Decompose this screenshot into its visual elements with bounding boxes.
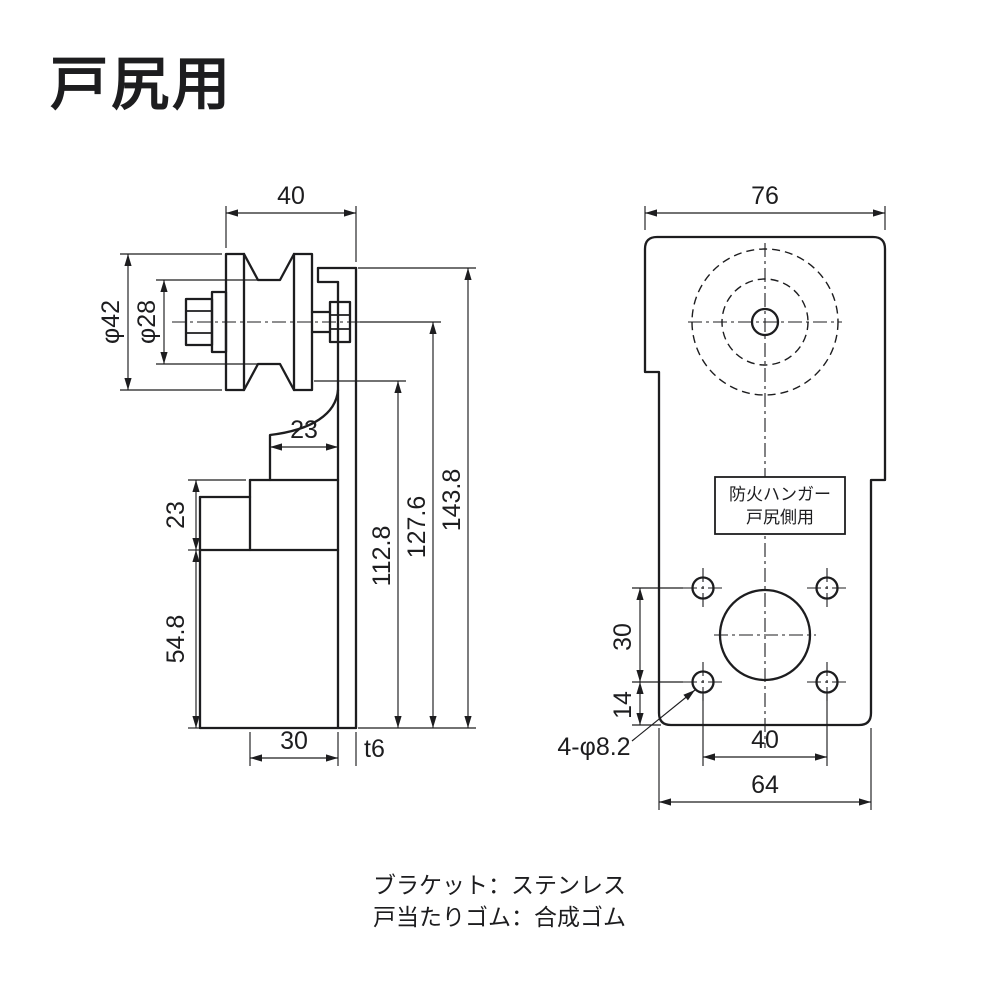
- roller-profile: [224, 252, 352, 392]
- roller-hub-circle: [721, 278, 809, 366]
- note-bracket: ブラケット：ステンレス: [373, 872, 626, 898]
- front-view: 防火ハンガー 戸尻側用 76: [557, 182, 887, 810]
- axle-hole: [750, 307, 780, 337]
- page-title: 戸尻用: [50, 52, 233, 117]
- dim-hole-edge: 14: [609, 691, 637, 719]
- dim-thickness: t6: [364, 735, 385, 763]
- front-view-dimensions: 76 30 14 4-φ8.2 40 64: [557, 182, 886, 810]
- door-clamp-block: [198, 478, 358, 730]
- dim-top-width: 40: [277, 182, 305, 210]
- side-view-dimensions: 40 φ42 φ28 23 23 54.8: [97, 182, 476, 766]
- bracket-plate: [268, 266, 358, 730]
- dim-hole-pitch-h: 40: [751, 726, 779, 754]
- note-rubber: 戸当たりゴム：合成ゴム: [373, 904, 626, 930]
- dim-bottom-width: 30: [280, 727, 308, 755]
- material-notes: ブラケット：ステンレス 戸当たりゴム：合成ゴム: [373, 872, 626, 930]
- dim-hole-pitch-v: 30: [609, 623, 637, 651]
- label-frame: [714, 476, 846, 535]
- dim-top-width: 76: [751, 182, 779, 210]
- roller-groove-top: [242, 252, 296, 282]
- dim-height-1: 112.8: [368, 526, 396, 587]
- dim-height-3: 143.8: [438, 469, 466, 532]
- top-hook-tab: [316, 266, 340, 284]
- dim-offset: 23: [290, 416, 318, 444]
- dim-hub-od: φ28: [133, 300, 161, 344]
- offset-bend: [268, 388, 340, 482]
- roller-flange-circle: [691, 248, 839, 396]
- dim-block-lower: 54.8: [162, 615, 190, 664]
- roller-left-flange: [224, 252, 246, 392]
- roller-groove-bottom: [242, 362, 296, 392]
- title-group: 戸尻用: [50, 52, 233, 117]
- axle-nut: [328, 300, 352, 344]
- side-view: 40 φ42 φ28 23 23 54.8: [97, 182, 476, 766]
- label-line2: 戸尻側用: [746, 508, 814, 527]
- dim-hole-callout: 4-φ8.2: [557, 733, 630, 761]
- product-label-box: 防火ハンガー 戸尻側用: [714, 476, 846, 535]
- dim-block-upper: 23: [162, 501, 190, 529]
- mounting-holes: [683, 568, 847, 702]
- dim-roller-od: φ42: [97, 300, 125, 344]
- label-line1: 防火ハンガー: [729, 485, 831, 504]
- dim-bottom-width: 64: [751, 771, 779, 799]
- roller-right-flange: [292, 252, 314, 392]
- dim-height-2: 127.6: [403, 496, 431, 559]
- mounting-plate-outline: [643, 235, 887, 727]
- roller-hidden-view: [688, 248, 842, 396]
